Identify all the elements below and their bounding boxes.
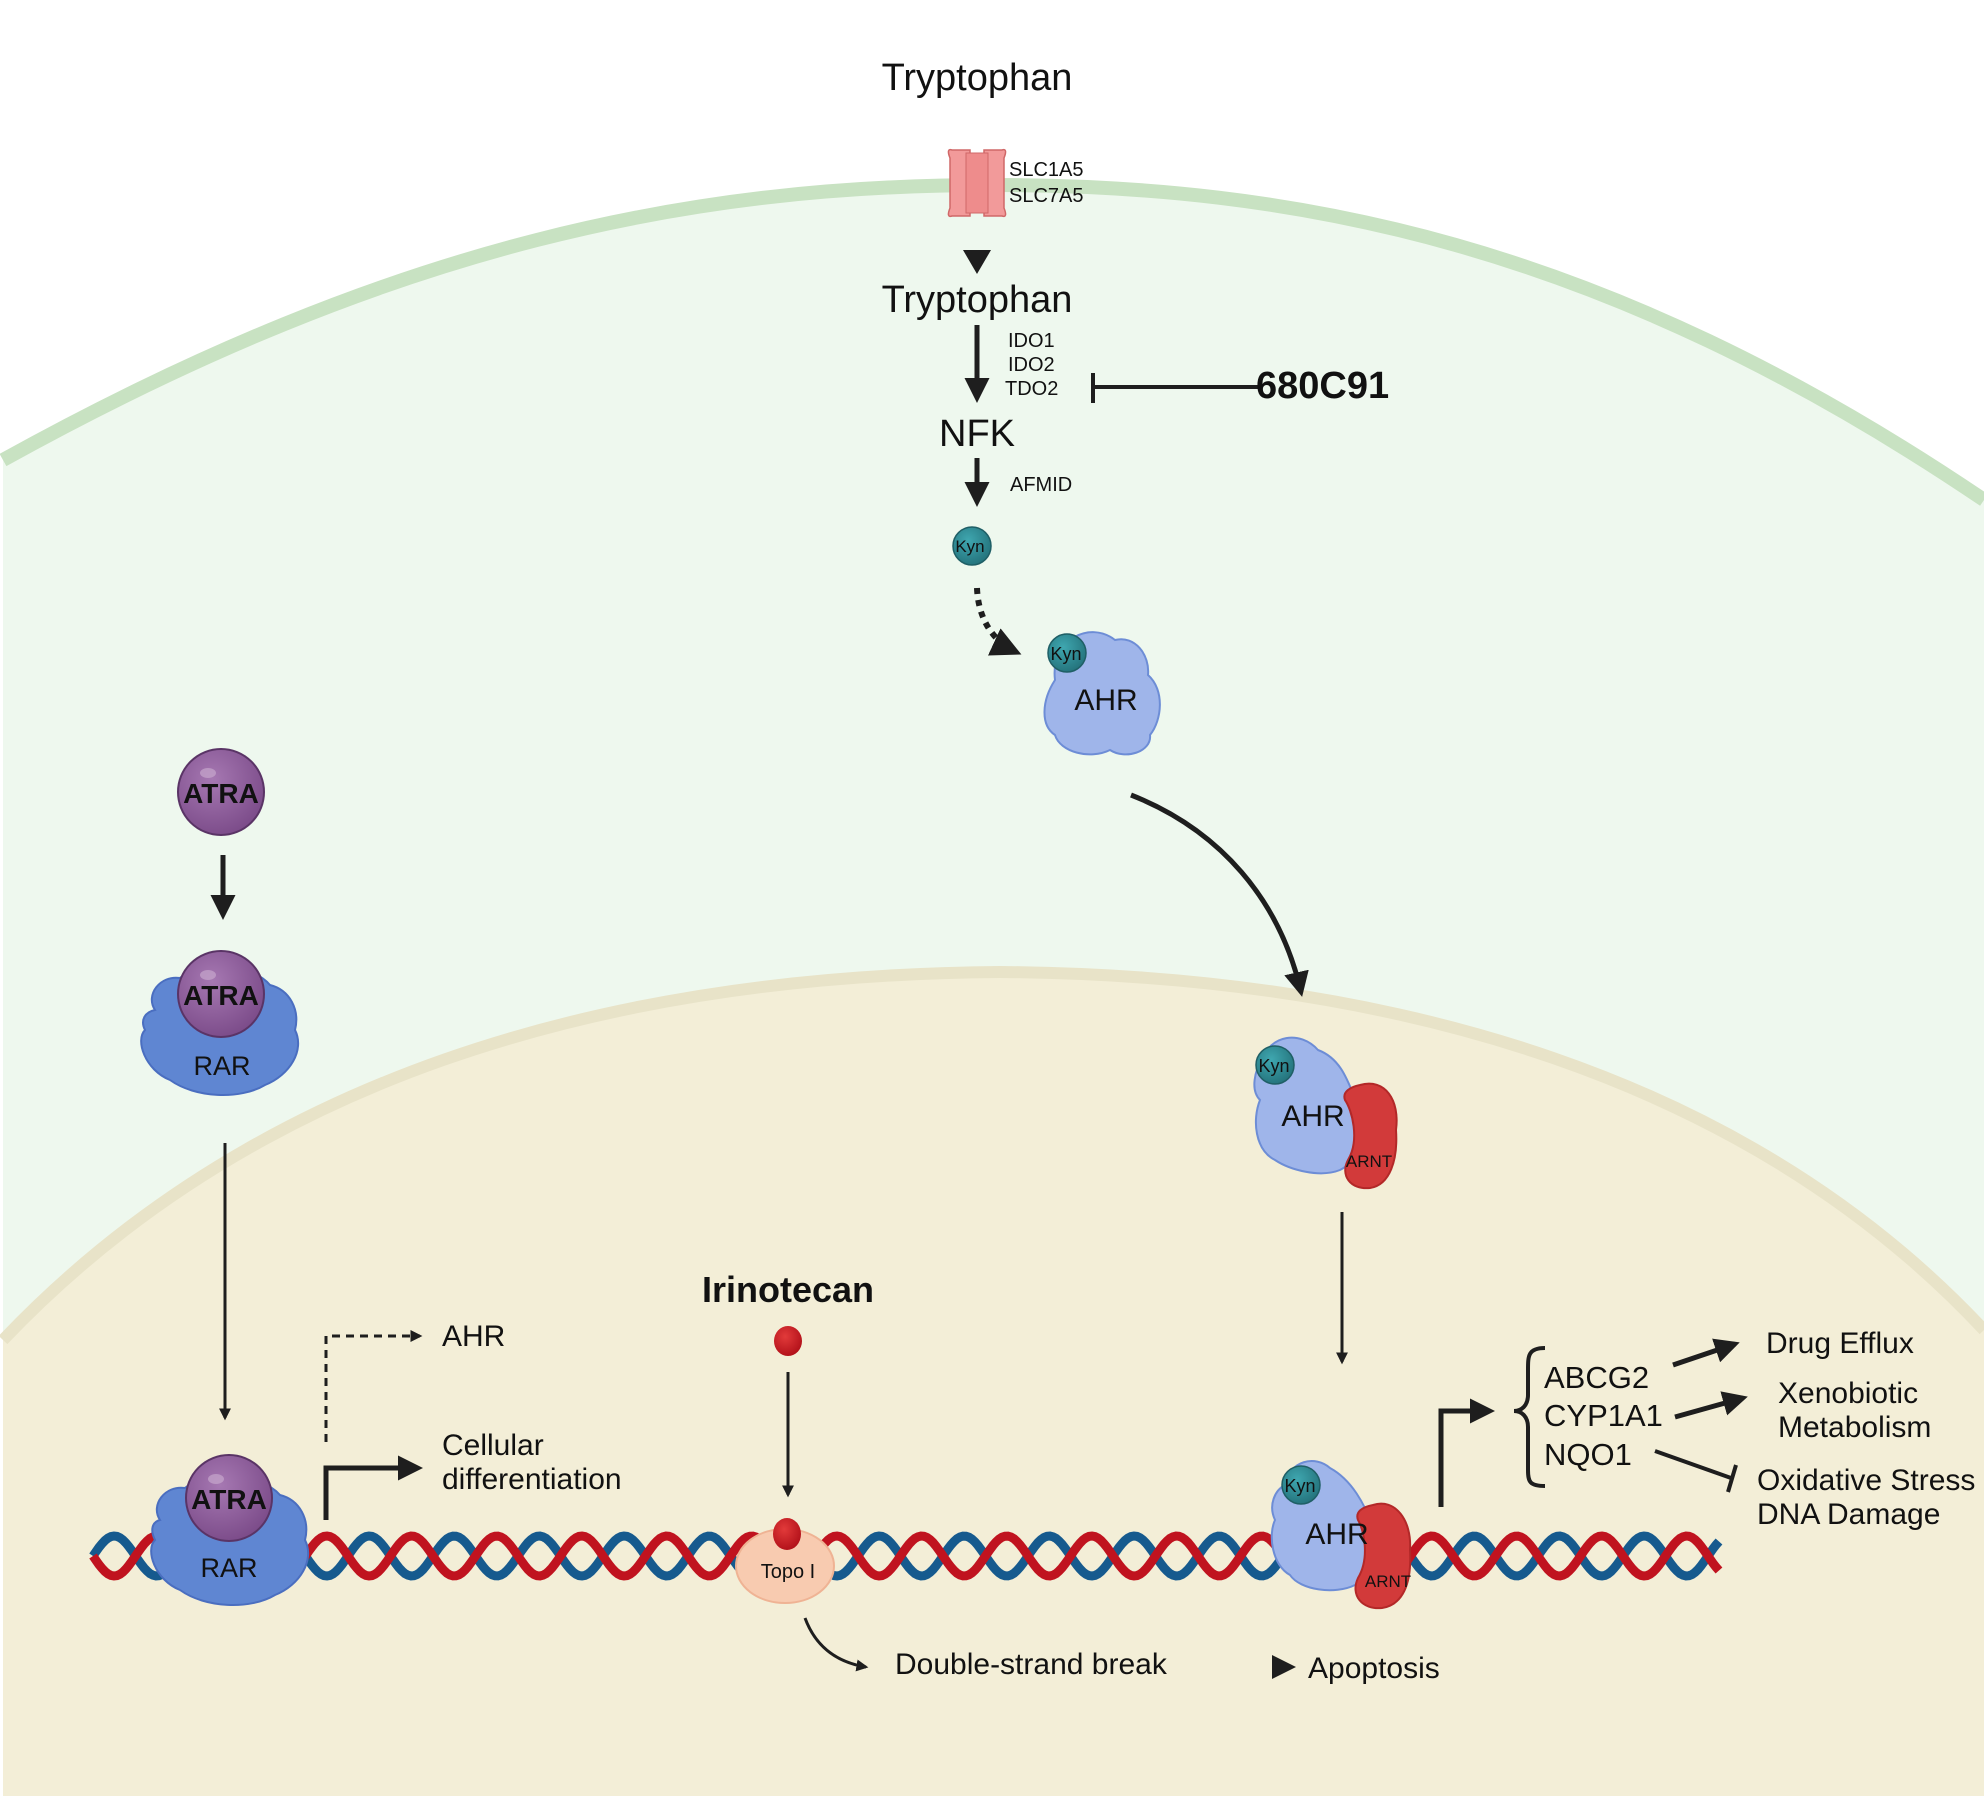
enzyme-ido2: IDO2 [1008,354,1055,376]
arnt-label: ARNT [1346,1152,1392,1171]
rar-label: RAR [200,1553,257,1583]
enzyme-tdo2: TDO2 [1005,378,1058,400]
ahr-kyn-arnt-complex-nucleus: Kyn AHR ARNT [1253,1036,1398,1190]
gene-cyp1a1: CYP1A1 [1544,1398,1663,1433]
arnt-protein-icon [1343,1082,1398,1190]
outcome-oxidative-1: Oxidative Stress [1757,1464,1975,1497]
kyn-label: Kyn [1050,644,1081,664]
ahr-label: AHR [1281,1100,1344,1133]
differentiation-label-2: differentiation [442,1463,622,1496]
topo-dsb-arrow [803,1617,869,1672]
kyn-icon [1047,633,1087,673]
atra-label: ATRA [183,980,259,1011]
atra-rar-complex-dna: ATRA RAR [150,1454,310,1607]
rar-target-ahr: AHR [442,1320,505,1353]
enzyme-ido1: IDO1 [1008,330,1055,352]
atra-label: ATRA [183,778,259,809]
outcome-xenobiotic-2: Metabolism [1778,1411,1931,1444]
ahr-kyn-complex-cytoplasm: Kyn AHR [1043,631,1161,756]
inhibitor-label: 680C91 [1256,365,1389,407]
kyn-free-label: Kyn [955,537,984,556]
gene-abcg2: ABCG2 [1544,1360,1649,1395]
irinotecan-molecule-icon [774,1326,802,1356]
atra-rar-complex-cytoplasm: ATRA RAR [140,950,300,1097]
ahr-kyn-arnt-complex-dna: Kyn AHR ARNT [1270,1460,1412,1610]
apoptosis-label: Apoptosis [1308,1652,1440,1685]
cyp1a1-metabolism-arrow [1674,1391,1748,1420]
nuclear-envelope [0,965,1984,1345]
ahr-label: AHR [1305,1518,1368,1551]
nqo1-inhibition-line [1654,1449,1732,1480]
ahr-label: AHR [1074,684,1137,717]
outcome-drug-efflux: Drug Efflux [1766,1327,1914,1360]
transport-arrowhead [963,250,991,274]
topo-i-label: Topo I [761,1561,815,1583]
rar-differentiation-arrow [323,1455,423,1520]
rar-ahr-dashed-arrow [324,1330,423,1442]
rar-label: RAR [193,1051,250,1081]
atra-molecule-free: ATRA [177,748,265,836]
abcg2-efflux-arrow [1672,1338,1740,1368]
atra-label: ATRA [191,1484,267,1515]
nqo1-inhibition-bar [1726,1464,1738,1493]
dsb-label: Double-strand break [895,1648,1168,1681]
nfk-label: NFK [939,413,1015,455]
gene-group-brace [1513,1346,1546,1488]
topo-i-complex: Topo I [735,1518,835,1604]
kyn-icon [1255,1045,1295,1085]
kyn-label: Kyn [1258,1056,1289,1076]
kyn-icon [1281,1465,1321,1505]
transporter-label-2: SLC7A5 [1009,185,1084,207]
dna-double-helix [89,1531,1723,1581]
irinotecan-bound-icon [773,1518,801,1550]
arnt-label: ARNT [1365,1572,1411,1591]
transporter-label-1: SLC1A5 [1009,159,1084,181]
kyn-label: Kyn [1284,1476,1315,1496]
irinotecan-label: Irinotecan [702,1269,874,1310]
outcome-xenobiotic-1: Xenobiotic [1778,1377,1918,1410]
dna-strand-red [89,1531,1723,1581]
kyn-molecule-free: Kyn [952,526,992,566]
differentiation-label-1: Cellular [442,1429,544,1462]
dna-strand-blue [89,1531,1723,1581]
gene-nqo1: NQO1 [1544,1437,1632,1472]
tryptophan-cytoplasm-label: Tryptophan [882,279,1073,321]
nuclear-translocation-arrow [1130,792,1309,997]
tryptophan-extracellular-label: Tryptophan [882,57,1073,99]
kyn-uptake-dashed-arrow [974,587,1022,656]
dsb-apoptosis-arrowhead [1272,1655,1296,1679]
outcome-oxidative-2: DNA Damage [1757,1498,1940,1531]
arnt-protein-icon [1354,1502,1412,1610]
ahr-transcription-arrow [1438,1398,1495,1507]
nucleus [3,972,1984,1796]
enzyme-afmid: AFMID [1010,474,1072,496]
